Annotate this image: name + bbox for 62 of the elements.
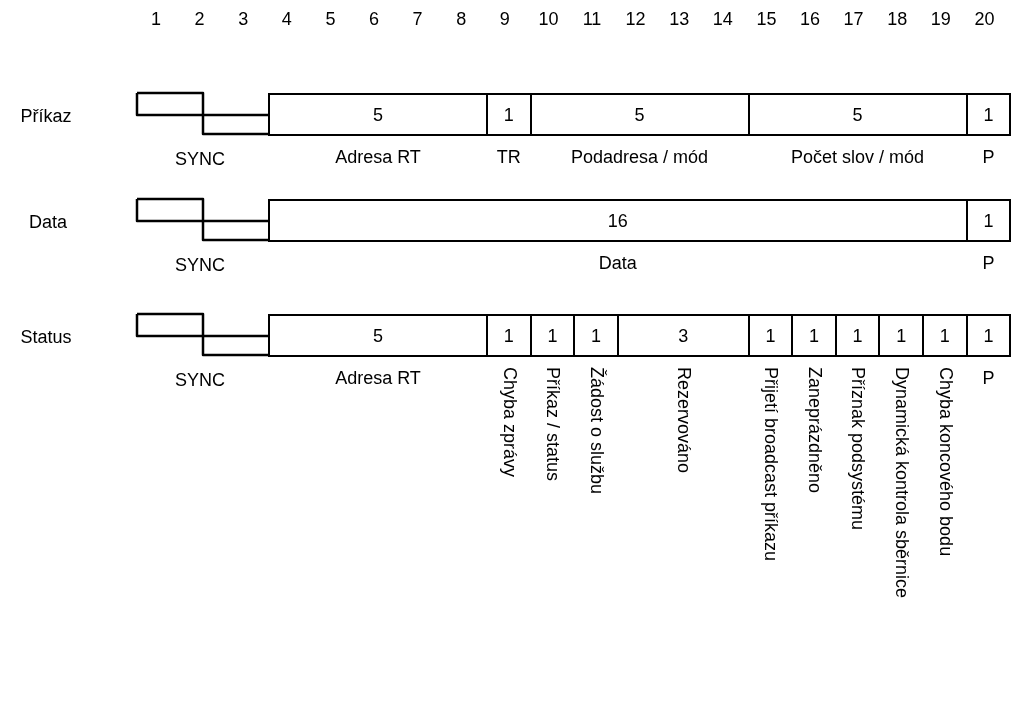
bit-number: 1 (151, 10, 161, 30)
field-label: Zaneprázdněno (804, 367, 824, 494)
bit-number: 4 (281, 10, 292, 30)
bit-count: 5 (852, 105, 863, 124)
bit-number: 15 (756, 10, 777, 30)
field-label: SYNC (175, 150, 225, 170)
field-label: Podadresa / mód (571, 148, 709, 168)
bit-number: 3 (238, 10, 249, 30)
bit-count: 5 (373, 105, 383, 124)
field-label: Počet slov / mód (791, 148, 925, 168)
field-label: Dynamická kontrola sběrnice (891, 367, 912, 599)
bit-count: 3 (678, 326, 689, 345)
bit-number: 12 (625, 10, 646, 30)
bit-count: 1 (808, 326, 819, 345)
bit-count: 1 (503, 105, 514, 124)
field-label: Žádost o službu (586, 367, 606, 495)
field-label: TR (496, 148, 521, 168)
field-label: SYNC (175, 256, 225, 276)
bit-count: 5 (634, 105, 645, 124)
bit-number: 16 (800, 10, 820, 30)
bit-number: 10 (538, 10, 559, 30)
bit-number: 2 (194, 10, 205, 30)
bit-count: 1 (983, 105, 994, 124)
field-label: P (982, 148, 995, 168)
row-title: Data (29, 213, 67, 233)
bit-count: 1 (590, 326, 601, 345)
bit-count: 1 (983, 211, 994, 230)
field-label: Data (598, 254, 637, 274)
field-label: Přijetí broadcast příkazu (760, 367, 781, 562)
bit-number: 20 (974, 10, 995, 30)
bit-count: 1 (939, 326, 950, 345)
bit-number: 17 (843, 10, 864, 30)
field-label: P (982, 254, 995, 274)
bit-count: 16 (607, 211, 628, 230)
field-label: Chyba koncového bodu (934, 367, 955, 557)
bit-number: 8 (456, 10, 467, 30)
bit-number: 13 (669, 10, 690, 30)
bit-count: 1 (896, 326, 907, 345)
bit-number: 5 (325, 10, 336, 30)
bit-count: 1 (983, 326, 994, 345)
bit-number: 9 (499, 10, 510, 30)
bit-number: 14 (712, 10, 733, 30)
field-label: Chyba zprávy (498, 367, 519, 478)
field-label: Adresa RT (335, 148, 421, 168)
field-label: Adresa RT (335, 369, 421, 389)
row-title: Příkaz (20, 107, 72, 127)
field-label: Rezervováno (673, 367, 694, 474)
field-label: SYNC (175, 371, 225, 391)
bit-number: 11 (582, 10, 602, 30)
bit-count: 1 (852, 326, 863, 345)
bit-count: 1 (765, 326, 776, 345)
bit-number: 6 (369, 10, 379, 30)
bit-number: 19 (930, 10, 951, 30)
bit-count: 1 (503, 326, 514, 345)
field-label: Příznak podsystému (847, 367, 868, 531)
field-label: Příkaz / status (542, 367, 563, 482)
field-label: P (982, 369, 995, 389)
row-title: Status (20, 328, 72, 348)
bit-number: 7 (412, 10, 423, 30)
bit-count: 1 (547, 326, 558, 345)
bit-number: 18 (887, 10, 908, 30)
bit-count: 5 (373, 326, 383, 345)
